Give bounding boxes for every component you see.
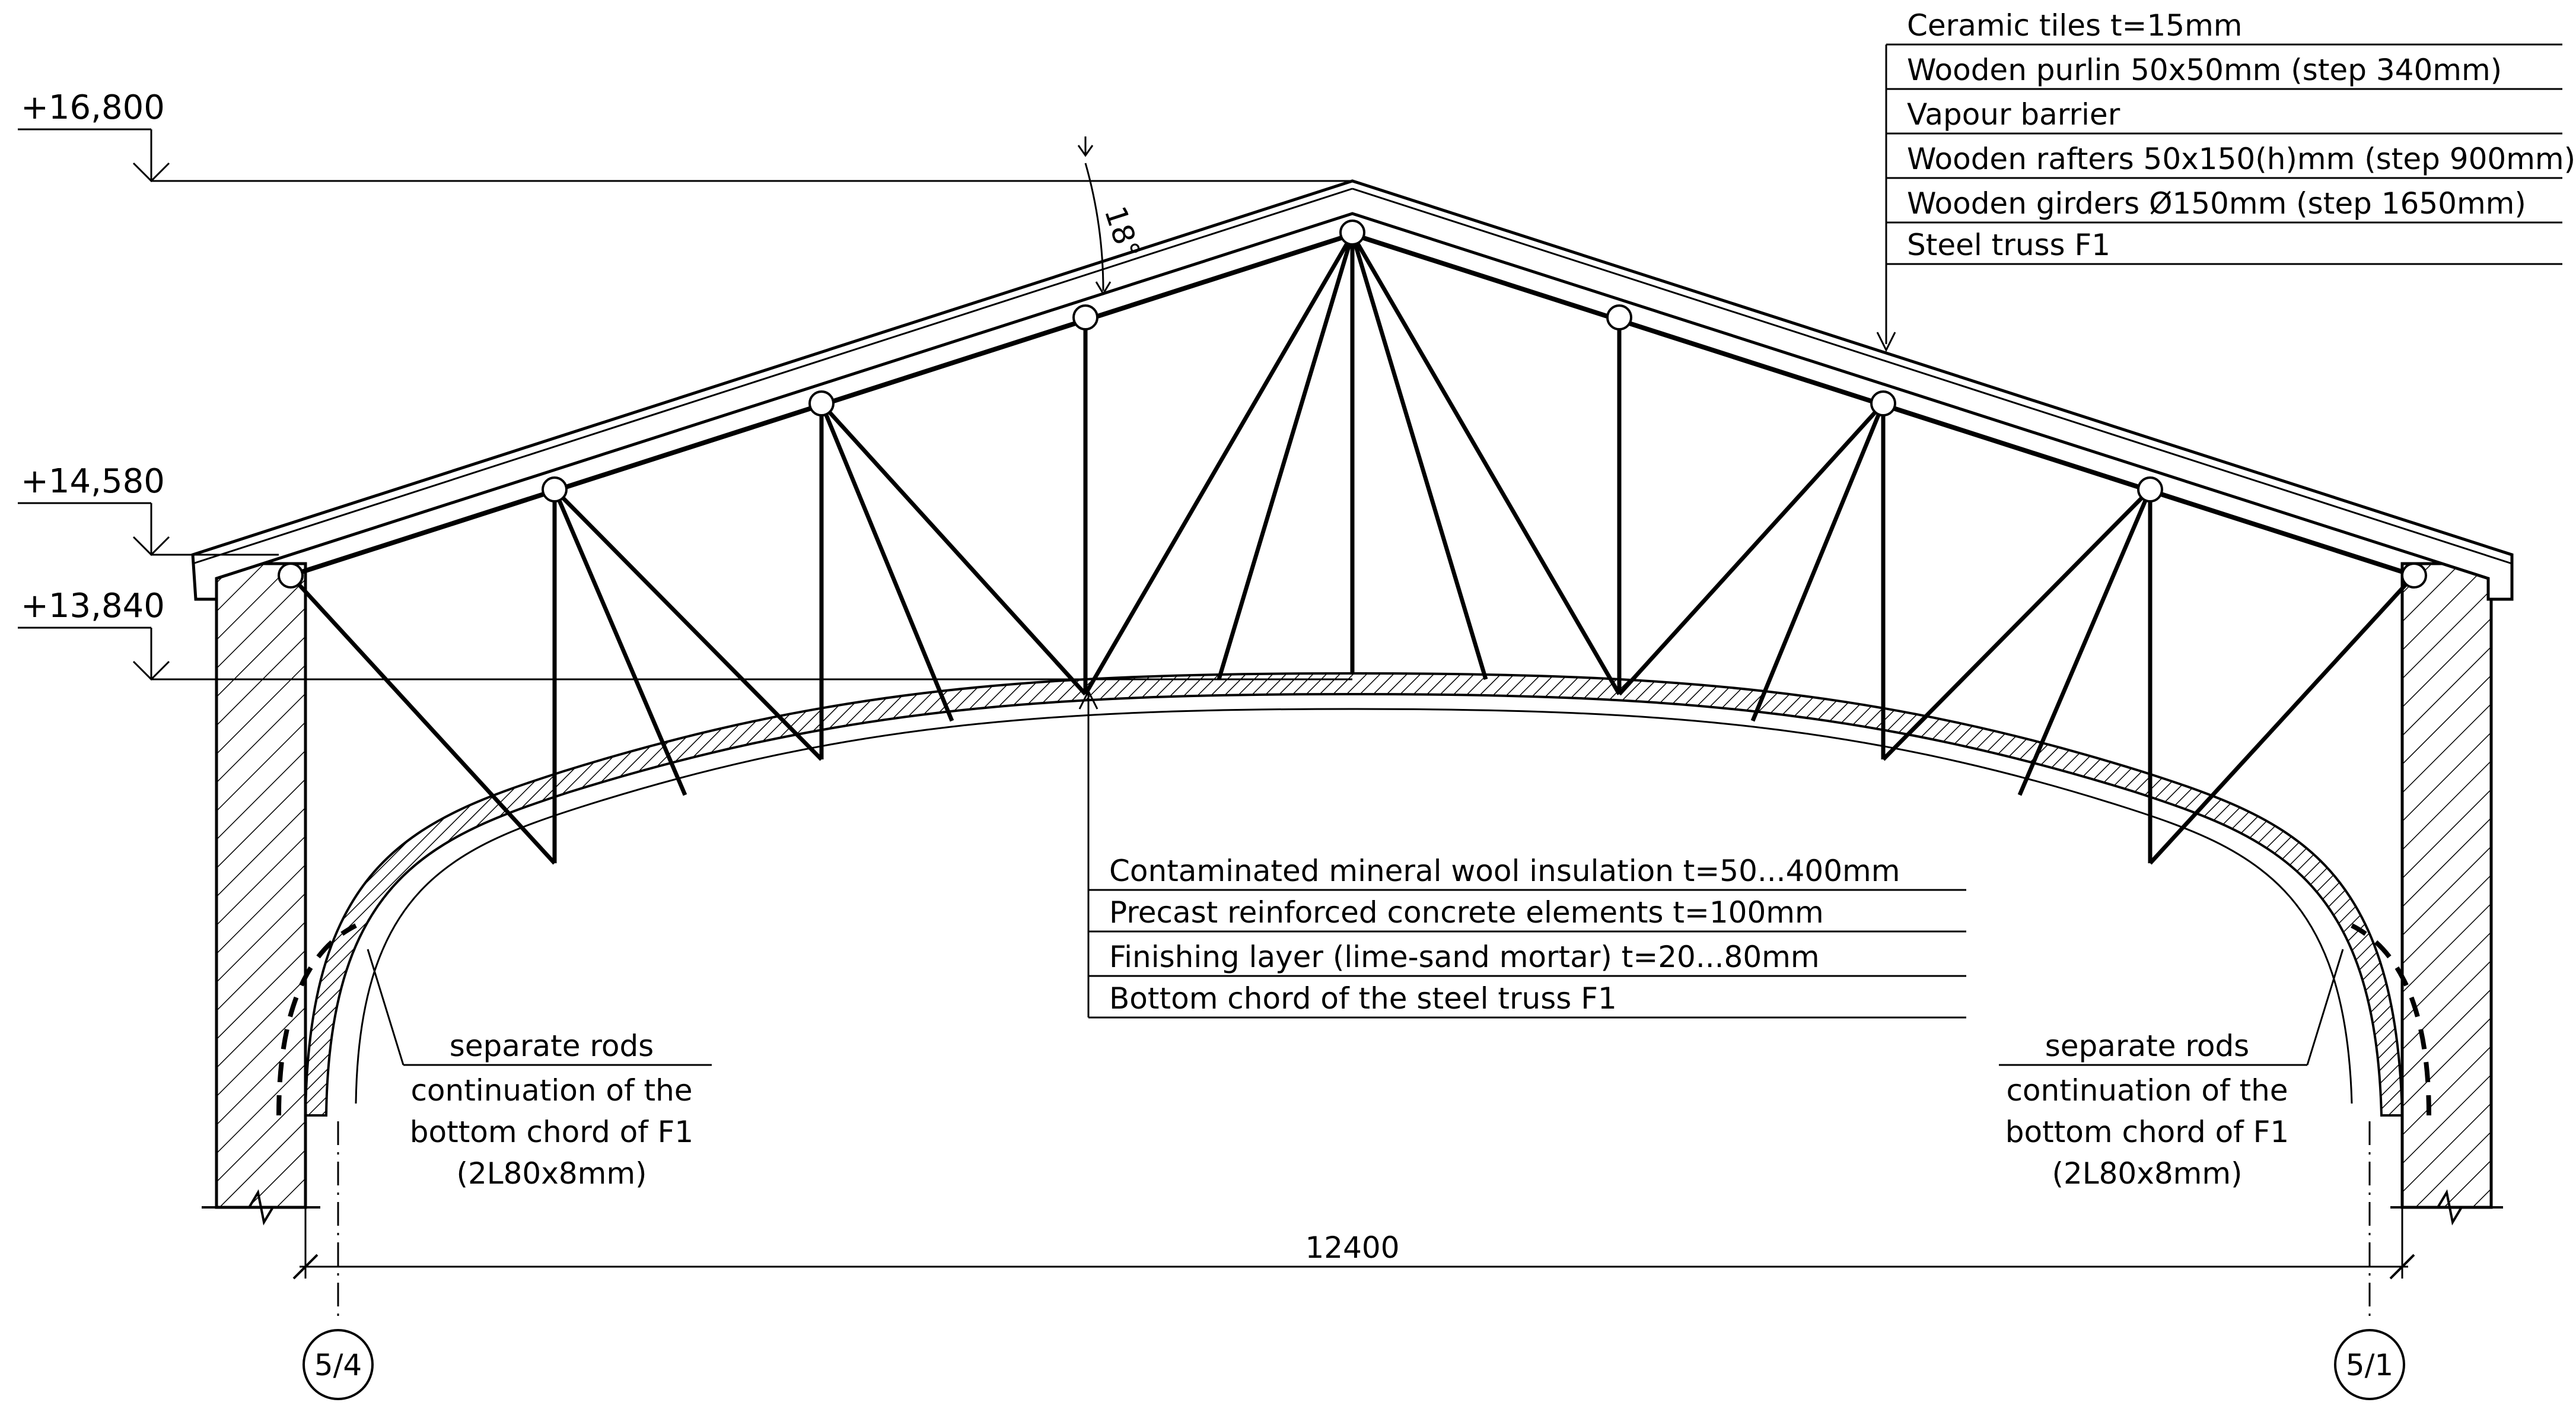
level-marker-chord: +13,840 (18, 587, 1352, 681)
vault-layer-2: Precast reinforced concrete elements t=1… (1109, 895, 1824, 930)
axis-right: 5/1 (2334, 1121, 2405, 1400)
rods-note-left-line1: separate rods (450, 1029, 654, 1063)
rods-note-right-line3: bottom chord of F1 (2005, 1115, 2289, 1149)
roof-slab (191, 179, 2514, 601)
rods-note-right: separate rods continuation of the bottom… (1999, 949, 2344, 1191)
right-wall (2400, 562, 2493, 1209)
rods-note-left-line4: (2L80x8mm) (456, 1156, 647, 1191)
roof-layer-5: Wooden girders Ø150mm (step 1650mm) (1907, 186, 2526, 221)
roof-layer-1: Ceramic tiles t=15mm (1907, 8, 2242, 43)
vault-layer-1: Contaminated mineral wool insulation t=5… (1109, 854, 1900, 888)
level-eave-label: +14,580 (21, 462, 165, 501)
truss-web-members (289, 233, 2416, 865)
roof-layer-4: Wooden rafters 50x150(h)mm (step 900mm) (1907, 142, 2575, 176)
span-dimension: 12400 (292, 1115, 2415, 1280)
wooden-girders (278, 220, 2427, 589)
axis-bubble-right (2334, 1329, 2405, 1400)
rods-note-right-line1: separate rods (2045, 1029, 2249, 1063)
axis-bubble-left (303, 1329, 374, 1400)
level-marker-top: +16,800 (18, 88, 1352, 183)
roof-layer-legend: Ceramic tiles t=15mm Wooden purlin 50x50… (1876, 8, 2575, 352)
rods-note-left-line2: continuation of the (410, 1073, 692, 1108)
vault-layer-3: Finishing layer (lime-sand mortar) t=20.… (1109, 940, 1820, 974)
span-label: 12400 (1305, 1230, 1399, 1265)
rods-note-left-line3: bottom chord of F1 (410, 1115, 693, 1149)
roof-layer-3: Vapour barrier (1907, 97, 2120, 132)
vault-layer-4: Bottom chord of the steel truss F1 (1109, 981, 1617, 1016)
rods-note-left: separate rods continuation of the bottom… (367, 949, 712, 1191)
wall-break-lines (202, 1189, 2503, 1226)
level-top-label: +16,800 (21, 88, 165, 127)
axis-right-label: 5/1 (2346, 1348, 2393, 1382)
level-chord-label: +13,840 (21, 587, 165, 625)
rods-note-right-line4: (2L80x8mm) (2052, 1156, 2242, 1191)
axis-left-label: 5/4 (314, 1348, 362, 1382)
roof-layer-2: Wooden purlin 50x50mm (step 340mm) (1907, 53, 2502, 87)
left-wall (215, 562, 307, 1209)
rods-note-right-line2: continuation of the (2006, 1073, 2288, 1108)
roof-angle-label: 18° (1098, 202, 1147, 263)
roof-layer-6: Steel truss F1 (1907, 228, 2110, 262)
vault-layer-legend: Contaminated mineral wool insulation t=5… (1078, 689, 1966, 1019)
axis-left: 5/4 (303, 1121, 374, 1400)
level-marker-eave: +14,580 (18, 462, 279, 557)
